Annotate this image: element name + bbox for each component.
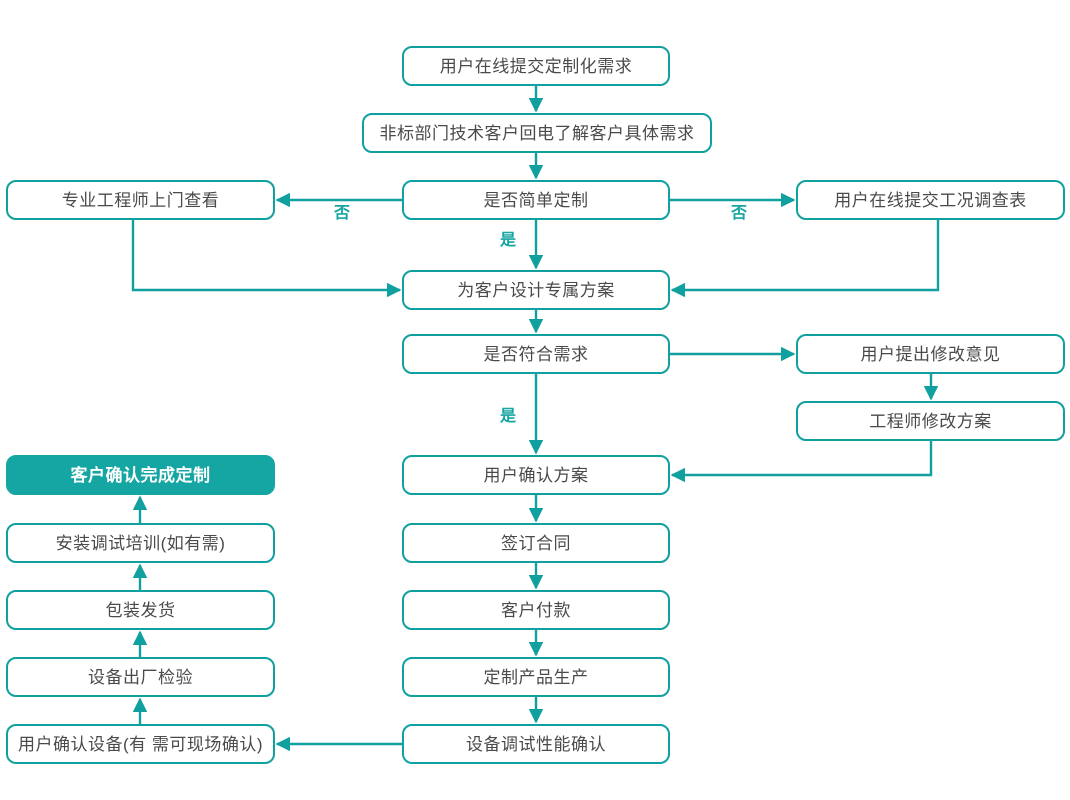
node-design-exclusive-solution[interactable]: 为客户设计专属方案 <box>402 270 670 310</box>
edge-label-no-right: 否 <box>731 205 748 222</box>
edge-label-yes-simple: 是 <box>500 232 517 249</box>
node-equipment-debug-performance-confirm[interactable]: 设备调试性能确认 <box>402 724 670 764</box>
node-customer-confirms-completion[interactable]: 客户确认完成定制 <box>6 455 275 495</box>
node-tech-callback-understand-requirement[interactable]: 非标部门技术客户回电了解客户具体需求 <box>362 113 712 153</box>
node-installation-training[interactable]: 安装调试培训(如有需) <box>6 523 275 563</box>
edge-n9-n10 <box>670 441 933 483</box>
node-decision-is-simple-customization[interactable]: 是否简单定制 <box>402 180 670 220</box>
node-custom-product-production[interactable]: 定制产品生产 <box>402 657 670 697</box>
node-decision-meets-requirement[interactable]: 是否符合需求 <box>402 334 670 374</box>
node-factory-inspection[interactable]: 设备出厂检验 <box>6 657 275 697</box>
edge-label-yes-meets: 是 <box>500 408 517 425</box>
node-user-confirms-equipment[interactable]: 用户确认设备(有 需可现场确认) <box>6 724 275 764</box>
node-packing-shipping[interactable]: 包装发货 <box>6 590 275 630</box>
node-submit-custom-requirement[interactable]: 用户在线提交定制化需求 <box>402 46 670 86</box>
node-engineer-revises-solution[interactable]: 工程师修改方案 <box>796 401 1065 441</box>
edge-label-no-left: 否 <box>334 205 351 222</box>
node-customer-payment[interactable]: 客户付款 <box>402 590 670 630</box>
edge-n5-n6 <box>670 220 940 298</box>
node-sign-contract[interactable]: 签订合同 <box>402 523 670 563</box>
node-user-proposes-modification[interactable]: 用户提出修改意见 <box>796 334 1065 374</box>
edge-n4-n6 <box>131 220 402 298</box>
node-submit-working-condition-survey[interactable]: 用户在线提交工况调查表 <box>796 180 1065 220</box>
node-engineer-onsite-inspection[interactable]: 专业工程师上门查看 <box>6 180 275 220</box>
node-user-confirms-solution[interactable]: 用户确认方案 <box>402 455 670 495</box>
